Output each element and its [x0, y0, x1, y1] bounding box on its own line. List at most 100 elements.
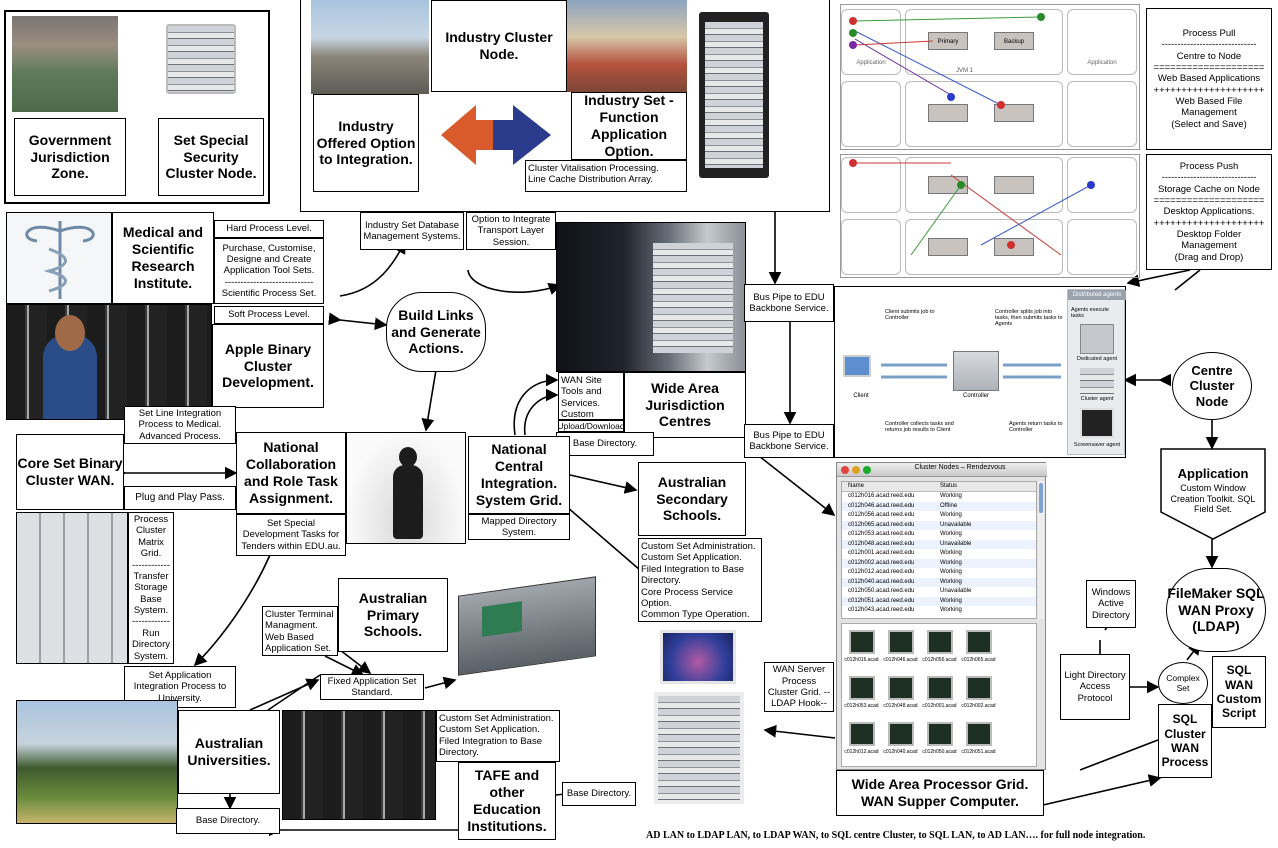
- node-icon-item[interactable]: c012h043.acad: [842, 762, 881, 766]
- node-icon-item[interactable]: c012h046.acad: [881, 624, 920, 670]
- node-icon-label: c012h002.acad: [961, 703, 996, 709]
- zoom-button-icon[interactable]: [863, 466, 871, 474]
- node-centre-cluster[interactable]: Centre Cluster Node: [1172, 352, 1252, 420]
- cache-map-pull: Application Primary Backup JVM 1 Applica…: [840, 4, 1140, 150]
- security-server-image: [158, 16, 244, 112]
- complex-set-circle[interactable]: Complex Set: [1158, 662, 1208, 704]
- node-medical-institute[interactable]: Medical and Scientific Research Institut…: [112, 212, 214, 304]
- node-national-central[interactable]: National Central Integration. System Gri…: [468, 436, 570, 514]
- table-row[interactable]: c012h050.acad.reed.edu Unavailable: [842, 587, 1036, 597]
- custom-set-box-2: Custom Set Administration. Custom Set Ap…: [436, 710, 560, 762]
- fixed-application-box: Fixed Application Set Standard.: [320, 674, 424, 700]
- node-name-cell: c012h050.acad.reed.edu: [848, 588, 915, 594]
- windows-ad-box: Windows Active Directory: [1086, 580, 1136, 628]
- node-sql-cluster[interactable]: SQL Cluster WAN Process: [1158, 704, 1212, 778]
- node-icon-item[interactable]: c012h053.acad: [842, 670, 881, 716]
- list-scrollbar[interactable]: [1038, 481, 1044, 619]
- wan-site-box: WAN Site Tools and Services. Custom Opti…: [558, 372, 624, 432]
- node-icon-item[interactable]: c012h040.acad: [881, 716, 920, 762]
- minimize-button-icon[interactable]: [852, 466, 860, 474]
- node-filemaker-proxy[interactable]: FileMaker SQL WAN Proxy (LDAP): [1166, 568, 1266, 652]
- node-icon-item[interactable]: c012h008.acad: [881, 762, 920, 766]
- node-icon-item[interactable]: c012h016.acad: [842, 624, 881, 670]
- node-status-cell: Working: [940, 512, 962, 518]
- node-wide-area[interactable]: Wide Area Jurisdiction Centres: [624, 372, 746, 438]
- node-industry-cluster[interactable]: Industry Cluster Node.: [431, 0, 567, 92]
- parliament-photo: [12, 16, 118, 112]
- table-row[interactable]: c012h001.acad.reed.edu Working: [842, 549, 1036, 559]
- node-status-cell: Working: [940, 550, 962, 556]
- node-icon-item[interactable]: c012h048.acad: [881, 670, 920, 716]
- node-industry-set[interactable]: Industry Set - Function Application Opti…: [571, 92, 687, 160]
- controller-icon: [953, 351, 999, 391]
- node-core-set[interactable]: Core Set Binary Cluster WAN.: [16, 434, 124, 510]
- client-label: Client: [853, 393, 869, 399]
- cache-map-push: [840, 154, 1140, 278]
- node-name-cell: c012h001.acad.reed.edu: [848, 550, 915, 556]
- node-aus-secondary[interactable]: Australian Secondary Schools.: [638, 462, 746, 536]
- cluster-agent-label: Cluster agent: [1080, 396, 1114, 402]
- node-build-links[interactable]: Build Links and Generate Actions.: [386, 292, 486, 372]
- cluster-agent-icon: [1080, 368, 1114, 394]
- node-icon-item[interactable]: c012h050.acad: [920, 716, 959, 762]
- application-shape: [1160, 448, 1266, 540]
- node-tafe[interactable]: TAFE and other Education Institutions.: [458, 762, 556, 840]
- computer-icon: [848, 676, 875, 700]
- node-industry-offered[interactable]: Industry Offered Option to Integration.: [313, 94, 419, 192]
- graduate-photo: [346, 432, 466, 544]
- node-status-cell: Unavailable: [940, 588, 972, 594]
- node-icon-item[interactable]: c012h056.acad: [920, 624, 959, 670]
- node-government-zone[interactable]: Government Jurisdiction Zone.: [14, 118, 126, 196]
- node-icon-item[interactable]: c012h036.acad: [920, 762, 959, 766]
- node-icon-item[interactable]: c012h051.acad: [959, 716, 998, 762]
- close-button-icon[interactable]: [841, 466, 849, 474]
- node-name-cell: c012h016.acad.reed.edu: [848, 493, 915, 499]
- base-directory-box-3: Base Directory.: [562, 782, 636, 806]
- process-pull-box[interactable]: Process Pull ---------------------------…: [1146, 8, 1272, 150]
- node-aus-universities[interactable]: Australian Universities.: [178, 710, 280, 794]
- imac-screen: [660, 630, 736, 684]
- node-icon-label: c012h040.acad: [883, 749, 918, 755]
- node-icon-item[interactable]: c012h002.acad: [959, 670, 998, 716]
- node-icon-label: c012h016.acad: [844, 657, 879, 663]
- computer-icon: [887, 630, 914, 654]
- computer-icon: [926, 722, 953, 746]
- node-icon-label: c012h065.acad: [961, 657, 996, 663]
- node-national-collaboration[interactable]: National Collaboration and Role Task Ass…: [236, 432, 346, 514]
- node-application[interactable]: Application: [1177, 466, 1249, 481]
- col-name-header[interactable]: Name: [848, 483, 865, 489]
- node-icon-item[interactable]: c012h012.acad: [842, 716, 881, 762]
- exchange-arrows-icon: [441, 105, 551, 165]
- process-push-box[interactable]: Process Push ---------------------------…: [1146, 154, 1272, 270]
- node-aus-primary[interactable]: Australian Primary Schools.: [338, 578, 448, 652]
- node-icon-item[interactable]: c012h065.acad: [959, 624, 998, 670]
- node-status-cell: Working: [940, 578, 962, 585]
- xgrid-diagram: Distributed agents Dedicated agent Clust…: [834, 286, 1126, 458]
- node-icon-item[interactable]: c012h001.acad: [920, 670, 959, 716]
- col-status-header[interactable]: Status: [940, 483, 958, 489]
- cluster-vitalisation-note: Cluster Vitalisation Processing. Line Ca…: [525, 160, 687, 192]
- node-wide-area-grid[interactable]: Wide Area Processor Grid. WAN Supper Com…: [836, 770, 1044, 816]
- cache-app-3: [841, 81, 901, 147]
- node-status-cell: Working: [940, 531, 962, 537]
- node-security-cluster[interactable]: Set Special Security Cluster Node.: [158, 118, 264, 196]
- xgrid-step-3: Agents execute tasks: [1071, 307, 1109, 319]
- node-name-cell: c012h048.acad.reed.edu: [848, 540, 915, 547]
- node-sql-custom-script[interactable]: SQL WAN Custom Script: [1212, 656, 1266, 728]
- xgrid-arrows: [881, 363, 1061, 379]
- server-room-photo: [556, 222, 746, 372]
- node-apple-binary[interactable]: Apple Binary Cluster Development.: [212, 324, 324, 408]
